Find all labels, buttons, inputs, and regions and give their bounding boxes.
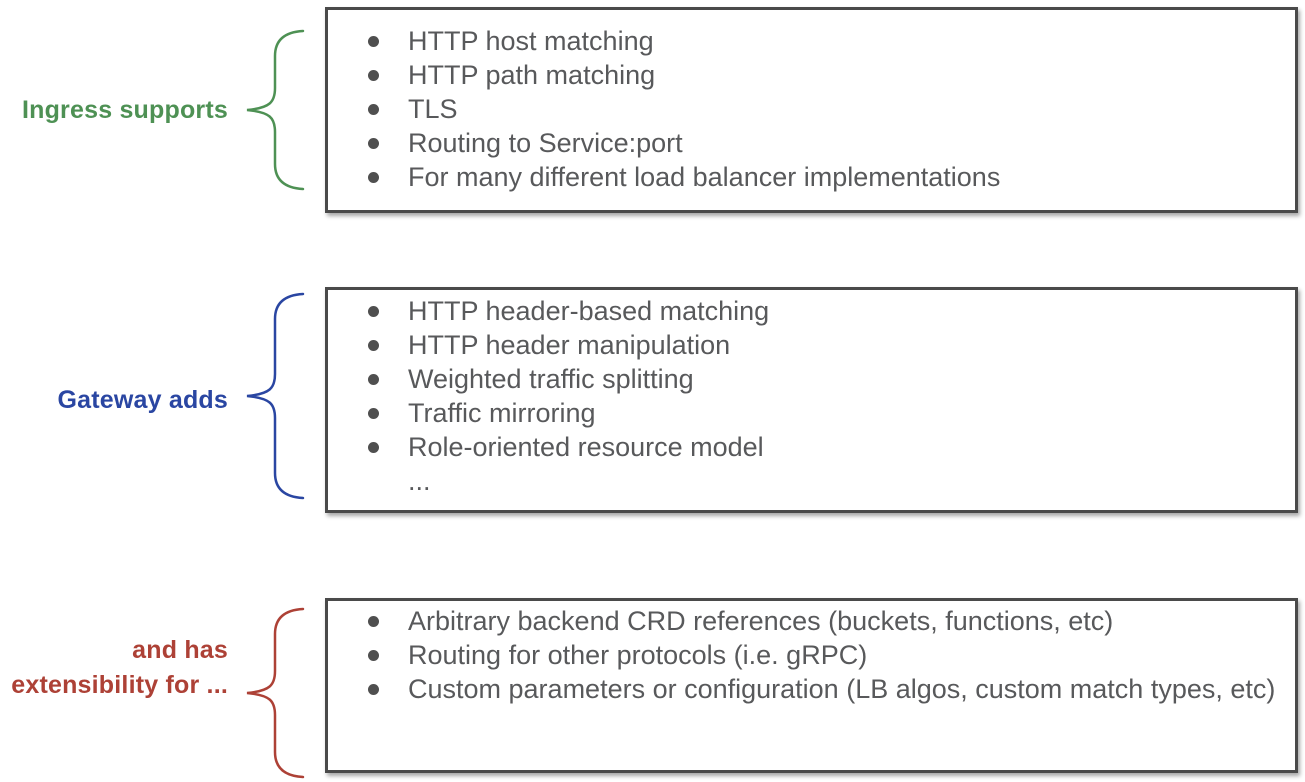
extensibility-bullet-list: Arbitrary backend CRD references (bucket… [328, 604, 1295, 706]
bullet-dot-icon [368, 340, 379, 351]
bullet-dot-icon [368, 442, 379, 453]
ingress-features-box: HTTP host matching HTTP path matching TL… [325, 7, 1298, 213]
list-item-text: Routing to Service:port [408, 128, 683, 158]
bullet-dot-icon [368, 306, 379, 317]
extensibility-curly-brace [246, 607, 305, 779]
gateway-curly-brace [246, 292, 305, 500]
gateway-bullet-list: HTTP header-based matching HTTP header m… [328, 294, 1295, 498]
ingress-curly-brace [246, 29, 305, 191]
list-item-text: HTTP path matching [408, 60, 656, 90]
list-item: Traffic mirroring [368, 396, 1281, 430]
list-item-text: Arbitrary backend CRD references (bucket… [408, 606, 1114, 636]
bullet-dot-icon [368, 36, 379, 47]
list-item-text: TLS [408, 94, 458, 124]
bullet-dot-icon [368, 650, 379, 661]
list-item-text: Role-oriented resource model [408, 432, 764, 462]
gateway-features-box: HTTP header-based matching HTTP header m… [325, 287, 1298, 513]
list-item: HTTP header-based matching [368, 294, 1281, 328]
list-item-text: For many different load balancer impleme… [408, 162, 1001, 192]
gateway-curly-brace-path [246, 292, 305, 500]
list-item: HTTP host matching [368, 24, 1281, 58]
list-item-text: Routing for other protocols (i.e. gRPC) [408, 640, 868, 670]
list-item-text: HTTP header manipulation [408, 330, 731, 360]
extensibility-label: and has extensibility for ... [0, 633, 228, 703]
extensibility-curly-brace-path [246, 607, 305, 779]
ingress-curly-brace-path [246, 29, 305, 191]
list-item-ellipsis: ... [368, 464, 1281, 498]
extensibility-label-line-2: extensibility for ... [11, 671, 228, 699]
bullet-dot-icon [368, 104, 379, 115]
list-item-text: HTTP header-based matching [408, 296, 770, 326]
list-item-text: HTTP host matching [408, 26, 654, 56]
list-item-text: Weighted traffic splitting [408, 364, 694, 394]
bullet-dot-icon [368, 408, 379, 419]
bullet-dot-icon [368, 616, 379, 627]
list-item-text: ... [408, 466, 431, 496]
list-item: Routing to Service:port [368, 126, 1281, 160]
bullet-dot-icon [368, 374, 379, 385]
bullet-dot-icon [368, 684, 379, 695]
bullet-dot-icon [368, 138, 379, 149]
list-item: Role-oriented resource model [368, 430, 1281, 464]
list-item-text: Traffic mirroring [408, 398, 596, 428]
list-item: Routing for other protocols (i.e. gRPC) [368, 638, 1281, 672]
list-item: Weighted traffic splitting [368, 362, 1281, 396]
ingress-bullet-list: HTTP host matching HTTP path matching TL… [328, 24, 1295, 194]
list-item: For many different load balancer impleme… [368, 160, 1281, 194]
list-item: TLS [368, 92, 1281, 126]
bullet-dot-icon [368, 172, 379, 183]
bullet-dot-icon [368, 70, 379, 81]
ingress-supports-label: Ingress supports [21, 96, 228, 124]
gateway-adds-label: Gateway adds [57, 386, 228, 414]
list-item: Custom parameters or configuration (LB a… [368, 672, 1281, 706]
list-item: Arbitrary backend CRD references (bucket… [368, 604, 1281, 638]
list-item: HTTP path matching [368, 58, 1281, 92]
list-item: HTTP header manipulation [368, 328, 1281, 362]
extensibility-features-box: Arbitrary backend CRD references (bucket… [325, 598, 1298, 773]
extensibility-label-line-1: and has [132, 636, 228, 664]
list-item-text: Custom parameters or configuration (LB a… [408, 674, 1276, 704]
